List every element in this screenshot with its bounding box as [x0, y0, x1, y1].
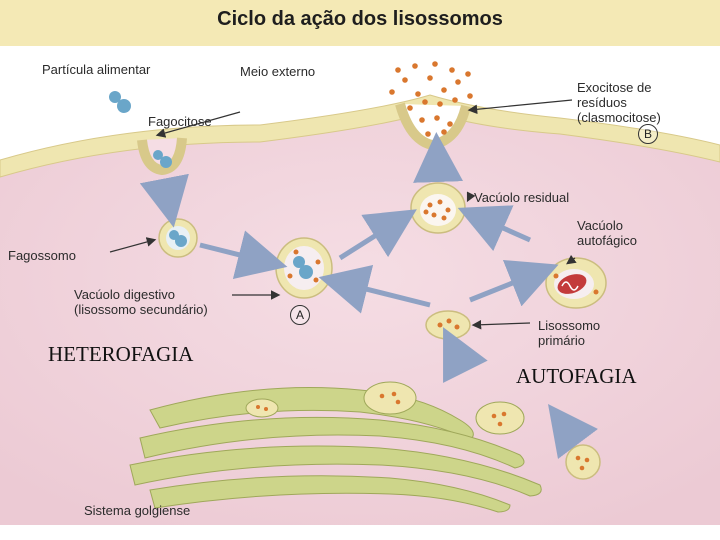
residue-dot [389, 89, 395, 95]
label-autophagic-vacuole-1: Vacúolo [577, 218, 624, 233]
label-exocytosis-1: Exocitose de [577, 80, 652, 95]
label-golgi-system: Sistema golgiense [84, 503, 191, 518]
digestive-vacuole [275, 237, 333, 299]
residue-dot [465, 71, 471, 77]
marker-a: A [290, 305, 310, 325]
marker-b: B [638, 124, 658, 144]
label-external-medium: Meio externo [240, 64, 316, 79]
expelled-residues [389, 61, 473, 137]
diagram-title: Ciclo da ação dos lisossomos [217, 8, 503, 30]
residue-dot [441, 87, 447, 93]
residue-dot [402, 77, 408, 83]
residue-dot [422, 99, 428, 105]
golgi-apparatus [129, 381, 542, 513]
label-residual-vacuole: Vacúolo residual [474, 190, 570, 205]
title-bar [0, 0, 720, 46]
residue-dot [441, 129, 447, 135]
residue-dot [455, 79, 461, 85]
pointer-arrows [109, 99, 577, 330]
residue-dot [434, 115, 440, 121]
label-digestive-vacuole-1: Vacúolo digestivo [74, 287, 175, 302]
residue-dot [437, 101, 443, 107]
label-phagosome: Fagossomo [8, 248, 76, 263]
label-exocytosis-2: resíduos [577, 95, 627, 110]
bottom-strip [0, 525, 720, 540]
residue-dot [449, 67, 455, 73]
label-primary-lysosome-1: Lisossomo [538, 318, 601, 333]
label-exocytosis-3: (clasmocitose) [577, 110, 661, 125]
autophagic-vacuole [545, 257, 607, 309]
primary-lysosome [425, 310, 471, 340]
residue-dot [447, 121, 453, 127]
label-food-particle: Partícula alimentar [42, 62, 151, 77]
residue-dot [425, 131, 431, 137]
residue-dot [467, 93, 473, 99]
residue-dot [419, 117, 425, 123]
label-digestive-vacuole-2: (lisossomo secundário) [74, 302, 208, 317]
golgi-vesicle [565, 444, 601, 480]
label-autophagic-vacuole-2: autofágico [577, 233, 637, 248]
label-primary-lysosome-2: primário [538, 333, 585, 348]
residue-dot [427, 75, 433, 81]
cell-membrane [0, 94, 720, 178]
residual-vacuole [410, 182, 466, 234]
section-heterophagy: HETEROFAGIA [48, 342, 194, 366]
particle-in-pocket [153, 150, 172, 168]
residue-dot [415, 91, 421, 97]
label-phagocytosis: Fagocitose [148, 114, 212, 129]
flow-arrows [139, 132, 598, 459]
food-particle [109, 91, 131, 113]
residue-dot [452, 97, 458, 103]
residue-dot [407, 105, 413, 111]
section-autophagy: AUTOFAGIA [516, 364, 637, 388]
residue-dot [432, 61, 438, 67]
phagosome [158, 218, 198, 258]
residue-dot [395, 67, 401, 73]
residue-dot [412, 63, 418, 69]
